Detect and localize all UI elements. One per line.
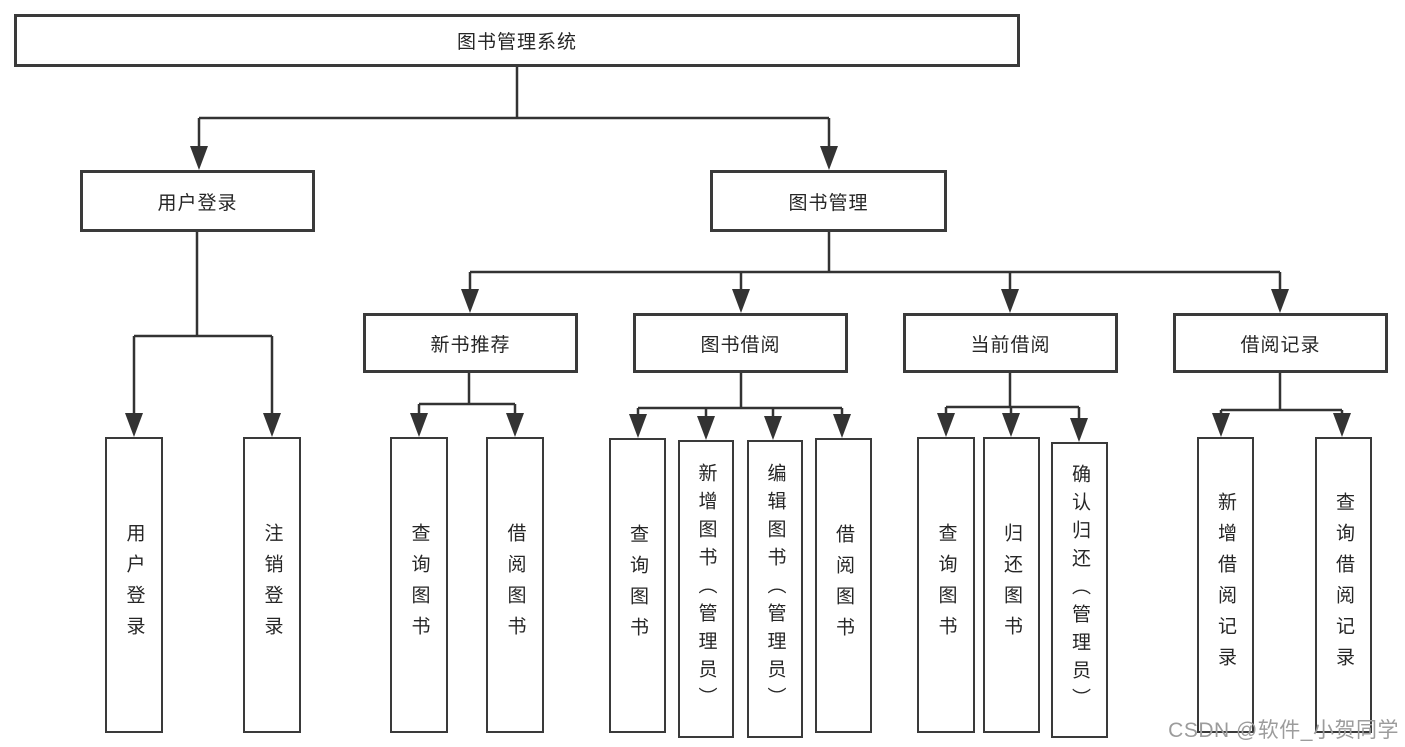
leaf-borrow-books-recommend: 借阅图书 (486, 437, 544, 733)
leaf-add-borrow-record: 新增借阅记录 (1197, 437, 1254, 733)
node-book-management: 图书管理 (710, 170, 947, 232)
node-borrow-records-label: 借阅记录 (1240, 334, 1321, 356)
node-borrow-records: 借阅记录 (1173, 313, 1388, 373)
node-new-book-recommend-label: 新书推荐 (430, 334, 511, 356)
node-user-login: 用户登录 (80, 170, 315, 232)
leaf-edit-books-admin: 编辑图书（管理员） (747, 440, 803, 738)
leaf-borrow-books: 借阅图书 (815, 438, 872, 733)
node-current-borrow-label: 当前借阅 (970, 334, 1051, 356)
csdn-watermark: CSDN @软件_小贺同学 (1168, 719, 1399, 742)
node-book-borrow: 图书借阅 (633, 313, 848, 373)
node-book-borrow-label: 图书借阅 (700, 334, 781, 356)
leaf-user-login: 用户登录 (105, 437, 163, 733)
leaf-logout: 注销登录 (243, 437, 301, 733)
node-current-borrow: 当前借阅 (903, 313, 1118, 373)
leaf-return-books: 归还图书 (983, 437, 1040, 733)
leaf-query-books-current: 查询图书 (917, 437, 975, 733)
node-root: 图书管理系统 (14, 14, 1020, 67)
leaf-query-borrow-record: 查询借阅记录 (1315, 437, 1372, 733)
leaf-confirm-return-admin: 确认归还（管理员） (1051, 442, 1108, 738)
node-book-management-label: 图书管理 (788, 192, 869, 214)
node-user-login-label: 用户登录 (157, 192, 238, 214)
leaf-add-books-admin: 新增图书（管理员） (678, 440, 734, 738)
node-new-book-recommend: 新书推荐 (363, 313, 578, 373)
leaf-query-books-borrow: 查询图书 (609, 438, 666, 733)
leaf-query-books-recommend: 查询图书 (390, 437, 448, 733)
node-root-label: 图书管理系统 (456, 32, 577, 53)
